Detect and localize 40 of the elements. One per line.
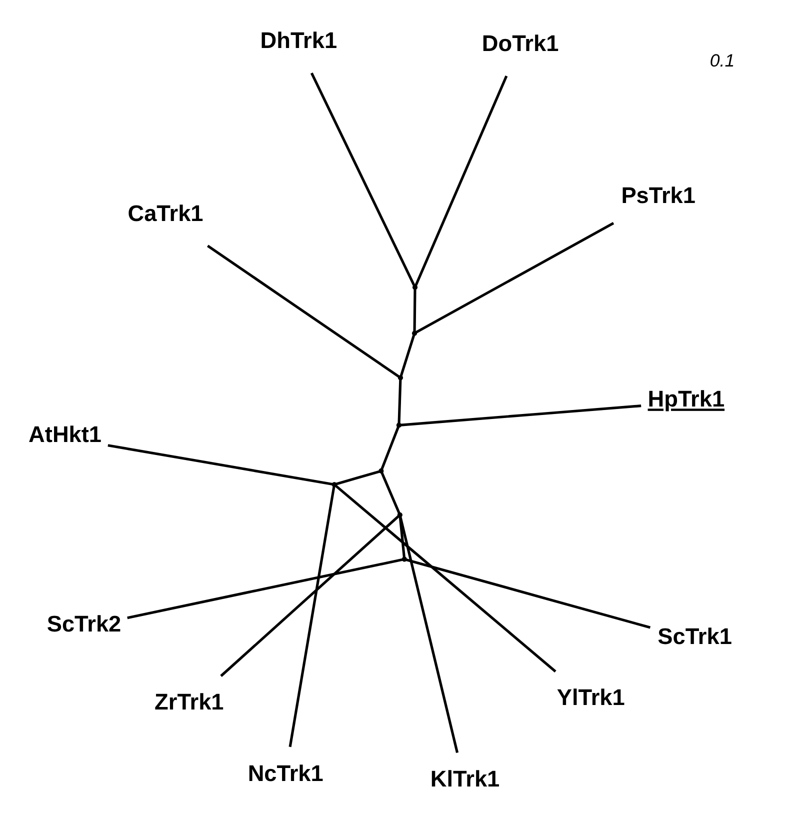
connector (335, 470, 379, 486)
node-text: ScTrk2 (46, 610, 121, 637)
connector (414, 222, 614, 334)
node-point (396, 512, 402, 518)
connector (414, 76, 508, 286)
node-text: KlTrk1 (430, 766, 500, 792)
node-text: HpTrk1 (647, 386, 724, 412)
node-text: DoTrk1 (481, 30, 558, 56)
connector (398, 516, 405, 558)
node-point (411, 330, 417, 336)
connector (220, 515, 399, 677)
node-point (412, 284, 418, 290)
node-point (378, 468, 384, 474)
node-text: ScTrk1 (657, 623, 732, 650)
node-text: YlTrk1 (556, 684, 624, 710)
node-text: PsTrk1 (620, 182, 695, 208)
node-text: ZrTrk1 (154, 688, 224, 715)
connector (126, 558, 402, 620)
connector (380, 472, 400, 514)
node-point (331, 482, 336, 488)
connector (288, 486, 335, 748)
connector (398, 516, 458, 753)
connector (397, 380, 402, 424)
connector (334, 484, 556, 672)
connector (206, 244, 400, 378)
node-point (401, 556, 406, 562)
label: 0.1 (709, 50, 734, 71)
connector (412, 289, 416, 332)
node-text: AtHkt1 (28, 421, 102, 448)
node-text: DhTrk1 (260, 27, 337, 54)
connector (399, 334, 415, 376)
node-text: CaTrk1 (127, 200, 203, 226)
connector (405, 558, 650, 629)
node-point (397, 375, 403, 380)
connector (400, 404, 641, 426)
node-point (396, 422, 401, 428)
connector (380, 426, 399, 470)
connector (107, 444, 332, 486)
node-text: NcTrk1 (247, 760, 323, 786)
connector (310, 72, 415, 286)
